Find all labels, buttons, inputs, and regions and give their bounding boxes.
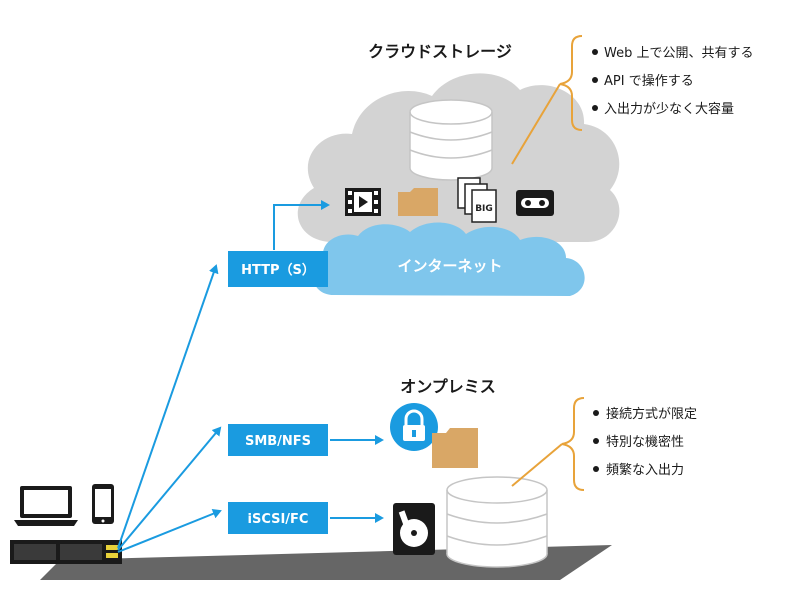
arrow-http-to-cloud bbox=[273, 200, 330, 250]
folder-icon bbox=[398, 188, 438, 216]
internet-cloud: インターネット bbox=[313, 222, 585, 296]
cloud-features-callout: Web 上で公開、共有する API で操作する 入出力が少なく大容量 bbox=[511, 35, 753, 165]
big-file-stack-icon: BIG bbox=[457, 177, 497, 223]
smartphone-icon bbox=[92, 484, 114, 524]
cloud-feature-item: 入出力が少なく大容量 bbox=[592, 101, 734, 117]
folder-icon bbox=[432, 428, 478, 468]
protocol-label: iSCSI/FC bbox=[248, 512, 309, 527]
onprem-feature-item: 特別な機密性 bbox=[593, 434, 684, 450]
database-icon bbox=[409, 99, 493, 181]
onprem-feature-item: 頻繁な入出力 bbox=[593, 462, 684, 478]
protocol-box-iscsi: iSCSI/FC bbox=[228, 502, 328, 534]
protocol-box-smb: SMB/NFS bbox=[228, 424, 328, 456]
cloud-feature-text: Web 上で公開、共有する bbox=[604, 46, 753, 61]
onprem-feature-item: 接続方式が限定 bbox=[593, 406, 697, 422]
arrow-to-http bbox=[117, 264, 219, 549]
server-rack-icon bbox=[10, 540, 122, 564]
cloud-feature-item: API で操作する bbox=[592, 73, 694, 89]
hard-disk-icon bbox=[393, 503, 435, 555]
internet-label: インターネット bbox=[397, 257, 502, 275]
arrow-to-iscsi bbox=[117, 508, 222, 553]
video-file-icon bbox=[345, 188, 381, 216]
protocol-box-http: HTTP（S） bbox=[228, 251, 328, 287]
onprem-feature-text: 接続方式が限定 bbox=[606, 406, 697, 422]
laptop-icon bbox=[14, 486, 78, 526]
connection-arrows bbox=[117, 200, 384, 553]
cloud-feature-item: Web 上で公開、共有する bbox=[592, 46, 753, 61]
onprem-title: オンプレミス bbox=[400, 377, 496, 396]
cassette-tape-icon bbox=[516, 190, 554, 216]
cloud-feature-text: API で操作する bbox=[604, 73, 694, 89]
protocol-label: SMB/NFS bbox=[245, 434, 311, 449]
onprem-features-callout: 接続方式が限定 特別な機密性 頻繁な入出力 bbox=[511, 397, 697, 491]
arrow-to-smb bbox=[117, 426, 222, 551]
padlock-icon bbox=[390, 403, 438, 451]
database-icon bbox=[446, 476, 548, 568]
cloud-feature-text: 入出力が少なく大容量 bbox=[604, 101, 734, 117]
protocol-label: HTTP（S） bbox=[241, 262, 315, 278]
cloud-storage-title: クラウドストレージ bbox=[368, 42, 512, 61]
big-file-label: BIG bbox=[475, 204, 493, 214]
onprem-feature-text: 特別な機密性 bbox=[606, 434, 684, 450]
onprem-feature-text: 頻繁な入出力 bbox=[606, 462, 684, 478]
